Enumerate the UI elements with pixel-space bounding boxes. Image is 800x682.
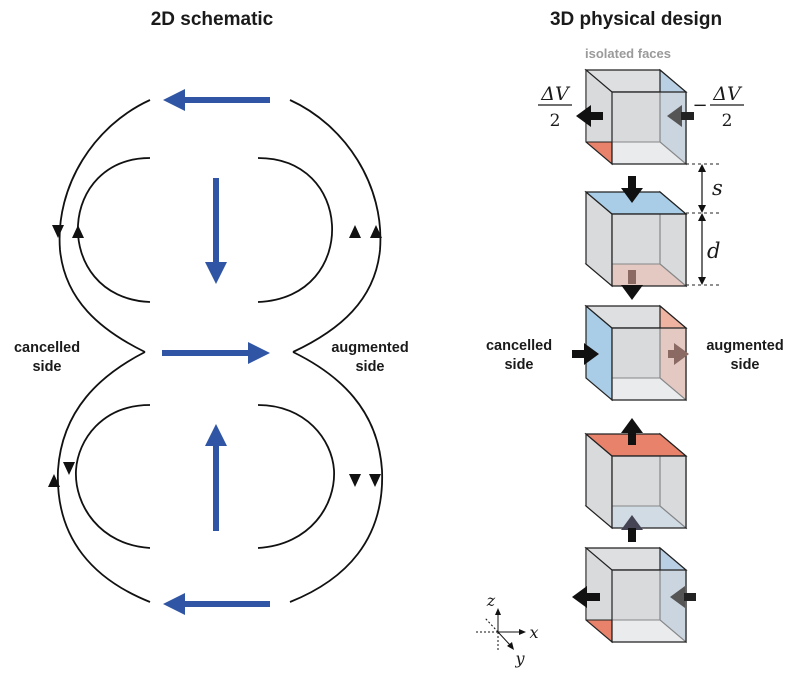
delta-v-left-denominator: 2 — [550, 111, 561, 131]
cube-1 — [576, 68, 694, 166]
outer-line-top-right — [289, 99, 382, 353]
cancelled-side-label-left-line1: cancelled — [14, 340, 80, 356]
cube-3-face-front — [611, 327, 687, 401]
cube-5 — [572, 546, 696, 644]
cube-4-arrow-top — [621, 418, 643, 433]
cube-2 — [584, 176, 688, 300]
cube-4 — [584, 418, 688, 542]
coordinate-axes: z x y — [476, 591, 539, 668]
cube-1-arrow-right — [667, 105, 682, 127]
cube-5-face-front — [611, 569, 687, 643]
augmented-side-label-right-line2: side — [730, 357, 759, 373]
delta-v-right-fraction: − ΔV 2 — [692, 83, 744, 131]
axis-y-label: y — [514, 649, 525, 668]
cube-5-arrow-right — [670, 586, 685, 608]
arrowhead-up-inner-right-top — [349, 225, 361, 238]
inner-loop-bottom-right — [257, 404, 335, 549]
augmented-side-label-right-line1: augmented — [706, 338, 783, 354]
magnetisation-arrows — [162, 89, 270, 615]
delta-v-right-numerator: ΔV — [712, 83, 743, 105]
delta-v-left-numerator: ΔV — [540, 83, 571, 105]
blue-arrow-left-bottom — [163, 593, 270, 615]
blue-arrow-left-top — [163, 89, 270, 111]
cube-3-arrow-right — [674, 343, 689, 365]
cube-2-arrow-bottom — [621, 285, 643, 300]
cube-2-face-front — [611, 213, 687, 287]
cancelled-side-label-right-line1: cancelled — [486, 338, 552, 354]
inner-loop-top-left — [77, 157, 151, 303]
outer-line-bottom-right — [289, 351, 383, 603]
outer-line-bottom-left — [57, 351, 151, 603]
axis-x-label: x — [529, 623, 538, 642]
inner-loop-top-right — [257, 157, 333, 303]
cube-3 — [572, 304, 689, 402]
depth-label: d — [707, 239, 720, 263]
arrowhead-down-outer-left-bottom — [63, 462, 75, 475]
cancelled-side-label-left-line2: side — [32, 359, 61, 375]
spacing-label: s — [712, 176, 723, 200]
spacing-dimension: s — [698, 164, 723, 213]
outer-field-lines — [57, 99, 383, 603]
augmented-side-label-left-line1: augmented — [331, 340, 408, 356]
arrowhead-up-outer-right-top — [370, 225, 382, 238]
isolated-faces-label: isolated faces — [585, 46, 671, 61]
outer-line-top-left — [58, 99, 151, 353]
arrowhead-down-outer-right-bottom — [369, 474, 381, 487]
blue-arrow-down — [205, 178, 227, 284]
cube-1-face-front — [611, 91, 687, 165]
cube-4-face-front — [611, 455, 687, 529]
minus-sign: − — [692, 95, 707, 116]
arrowhead-up-inner-left-bottom — [48, 474, 60, 487]
arrowhead-up-inner-left-top — [72, 225, 84, 238]
inner-loop-bottom-left — [75, 404, 151, 549]
left-panel-title: 2D schematic — [151, 9, 274, 30]
field-direction-arrowheads — [48, 225, 382, 487]
blue-arrow-right-middle — [162, 342, 270, 364]
arrowhead-down-inner-right-bottom — [349, 474, 361, 487]
axis-z-label: z — [486, 591, 496, 610]
arrowhead-down-outer-left-top — [52, 225, 64, 238]
blue-arrow-up — [205, 424, 227, 531]
cube-3-arrow-left — [584, 343, 599, 365]
cube-5-arrow-left — [572, 586, 587, 608]
depth-dimension: d — [698, 213, 720, 285]
cube-4-arrow-bottom — [621, 515, 643, 530]
delta-v-left-fraction: ΔV 2 — [538, 83, 572, 131]
augmented-side-label-left-line2: side — [355, 359, 384, 375]
right-panel-title: 3D physical design — [550, 9, 722, 30]
cube-2-arrow-top — [621, 188, 643, 203]
cancelled-side-label-right-line2: side — [504, 357, 533, 373]
delta-v-right-denominator: 2 — [722, 111, 733, 131]
cube-1-arrow-left — [576, 105, 591, 127]
